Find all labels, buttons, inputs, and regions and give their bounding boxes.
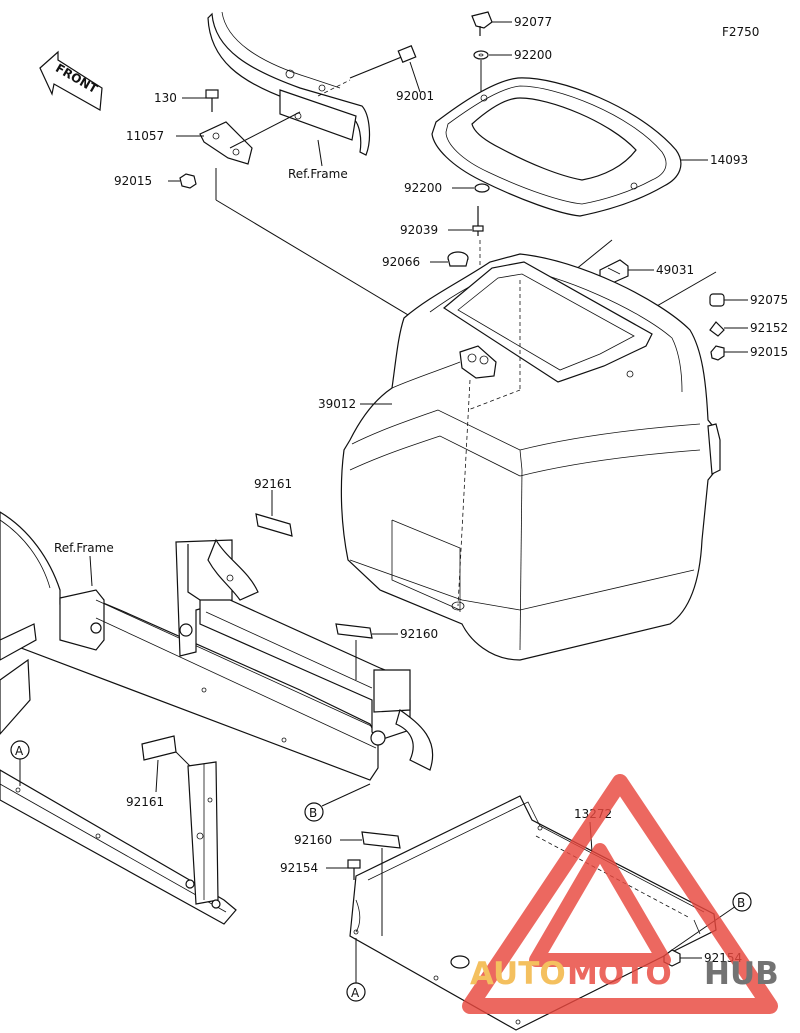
part-label-39012: 39012 <box>318 397 356 411</box>
bolt-92154-left-icon <box>347 859 361 880</box>
bolt-92001-icon <box>349 45 417 79</box>
part-label-92015-right: 92015 <box>750 345 788 359</box>
lower-frame-assembly <box>0 511 434 925</box>
pad-92160-upper-icon <box>335 623 373 639</box>
part-label-92161-lower: 92161 <box>126 795 164 809</box>
part-label-92161-upper: 92161 <box>254 477 292 491</box>
part-label-49031: 49031 <box>656 263 694 277</box>
washer-92200-top-icon <box>473 50 489 60</box>
part-label-92039: 92039 <box>400 223 438 237</box>
pad-92161-lower-icon <box>141 735 177 761</box>
part-label-92066: 92066 <box>382 255 420 269</box>
reference-marker-a-tray: A <box>346 938 366 1002</box>
part-label-92200-lower: 92200 <box>404 181 442 195</box>
ref-frame-label-top: Ref.Frame <box>288 167 348 181</box>
top-frame-rail <box>207 11 371 156</box>
watermark-triangle-icon <box>462 774 778 1014</box>
storage-box-39012-icon <box>340 253 721 661</box>
reference-marker-b-tray: B <box>732 892 752 912</box>
ref-frame-label-lower: Ref.Frame <box>54 541 114 555</box>
key-92077-icon <box>471 11 493 36</box>
bolt-130-icon <box>205 89 219 112</box>
pin-92039-icon <box>472 206 484 236</box>
watermark-hub: HUB <box>704 956 779 992</box>
part-label-92200-top: 92200 <box>514 48 552 62</box>
reference-marker-a-left: A <box>10 740 30 786</box>
marker-letter: B <box>737 896 745 910</box>
part-label-130: 130 <box>154 91 177 105</box>
front-arrow-icon: FRONT <box>39 50 103 111</box>
part-label-92077: 92077 <box>514 15 552 29</box>
part-label-92075: 92075 <box>750 293 788 307</box>
washer-92152-icon <box>709 321 725 337</box>
part-label-92160-upper: 92160 <box>400 627 438 641</box>
watermark-moto: MOTO <box>567 956 672 992</box>
grommet-92075-icon <box>709 293 725 307</box>
lid-14093-icon <box>431 77 682 217</box>
part-label-92152: 92152 <box>750 321 788 335</box>
part-label-92154-left: 92154 <box>280 861 318 875</box>
part-label-14093: 14093 <box>710 153 748 167</box>
washer-92200-lower-icon <box>474 183 490 193</box>
bracket-11057-icon <box>199 121 253 165</box>
marker-letter: B <box>309 806 317 820</box>
part-label-92015-top: 92015 <box>114 174 152 188</box>
part-label-92001: 92001 <box>396 89 434 103</box>
pad-92160-lower-icon <box>361 831 401 849</box>
cap-92066-icon <box>447 251 469 267</box>
pad-92161-upper-icon <box>255 513 293 537</box>
figure-code: F2750 <box>722 25 759 39</box>
nut-92015-top-icon <box>179 173 197 189</box>
watermark-inner-triangle-icon <box>529 843 671 967</box>
reference-marker-b-lower-frame: B <box>304 783 371 822</box>
marker-letter: A <box>15 744 24 758</box>
automotohub-watermark-logo: AUTO MOTO HUB <box>462 774 779 1014</box>
part-label-92160-lower: 92160 <box>294 833 332 847</box>
nut-92015-right-icon <box>710 345 725 361</box>
marker-letter: A <box>351 986 360 1000</box>
part-label-11057: 11057 <box>126 129 164 143</box>
watermark-auto: AUTO <box>470 956 566 992</box>
